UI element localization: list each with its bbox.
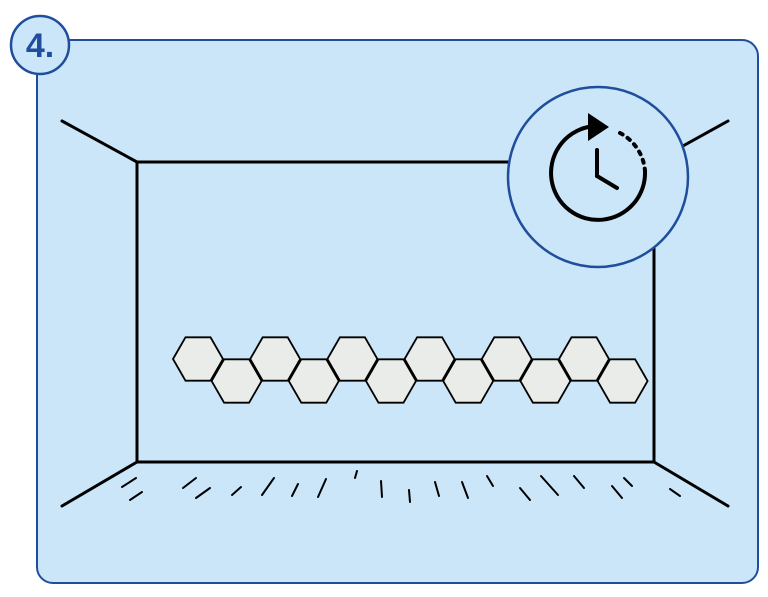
hexagon-cell bbox=[171, 336, 225, 382]
hexagon-chain bbox=[171, 336, 649, 404]
clock-with-circular-arrow-icon bbox=[549, 113, 648, 222]
hexagon-cell bbox=[519, 358, 572, 404]
corner-line-bottom-right bbox=[652, 460, 730, 508]
step-number: 4. bbox=[26, 27, 54, 65]
hexagon-cell bbox=[287, 358, 340, 404]
hexagon-cell bbox=[210, 358, 263, 404]
hexagon-cell bbox=[557, 336, 611, 382]
arrow-head-icon bbox=[588, 113, 609, 141]
hexagon-cell bbox=[403, 336, 456, 382]
hexagon-cell bbox=[364, 358, 418, 404]
timer-badge bbox=[506, 85, 690, 269]
clock-hand-minute bbox=[595, 174, 619, 190]
hexagon-cell bbox=[596, 358, 649, 404]
step-number-badge: 4. bbox=[9, 14, 71, 76]
floor-hatching bbox=[121, 470, 681, 503]
corner-line-bottom-left bbox=[60, 460, 139, 508]
clock-ring-dotted-arc bbox=[618, 131, 647, 173]
corner-line-top-left bbox=[60, 119, 139, 164]
hexagon-cell bbox=[480, 336, 533, 382]
hexagon-cell bbox=[442, 358, 495, 404]
hexagon-cell bbox=[249, 336, 302, 382]
back-wall bbox=[135, 160, 656, 464]
clock-ring-arc bbox=[549, 125, 648, 222]
hexagon-cell bbox=[326, 336, 379, 382]
